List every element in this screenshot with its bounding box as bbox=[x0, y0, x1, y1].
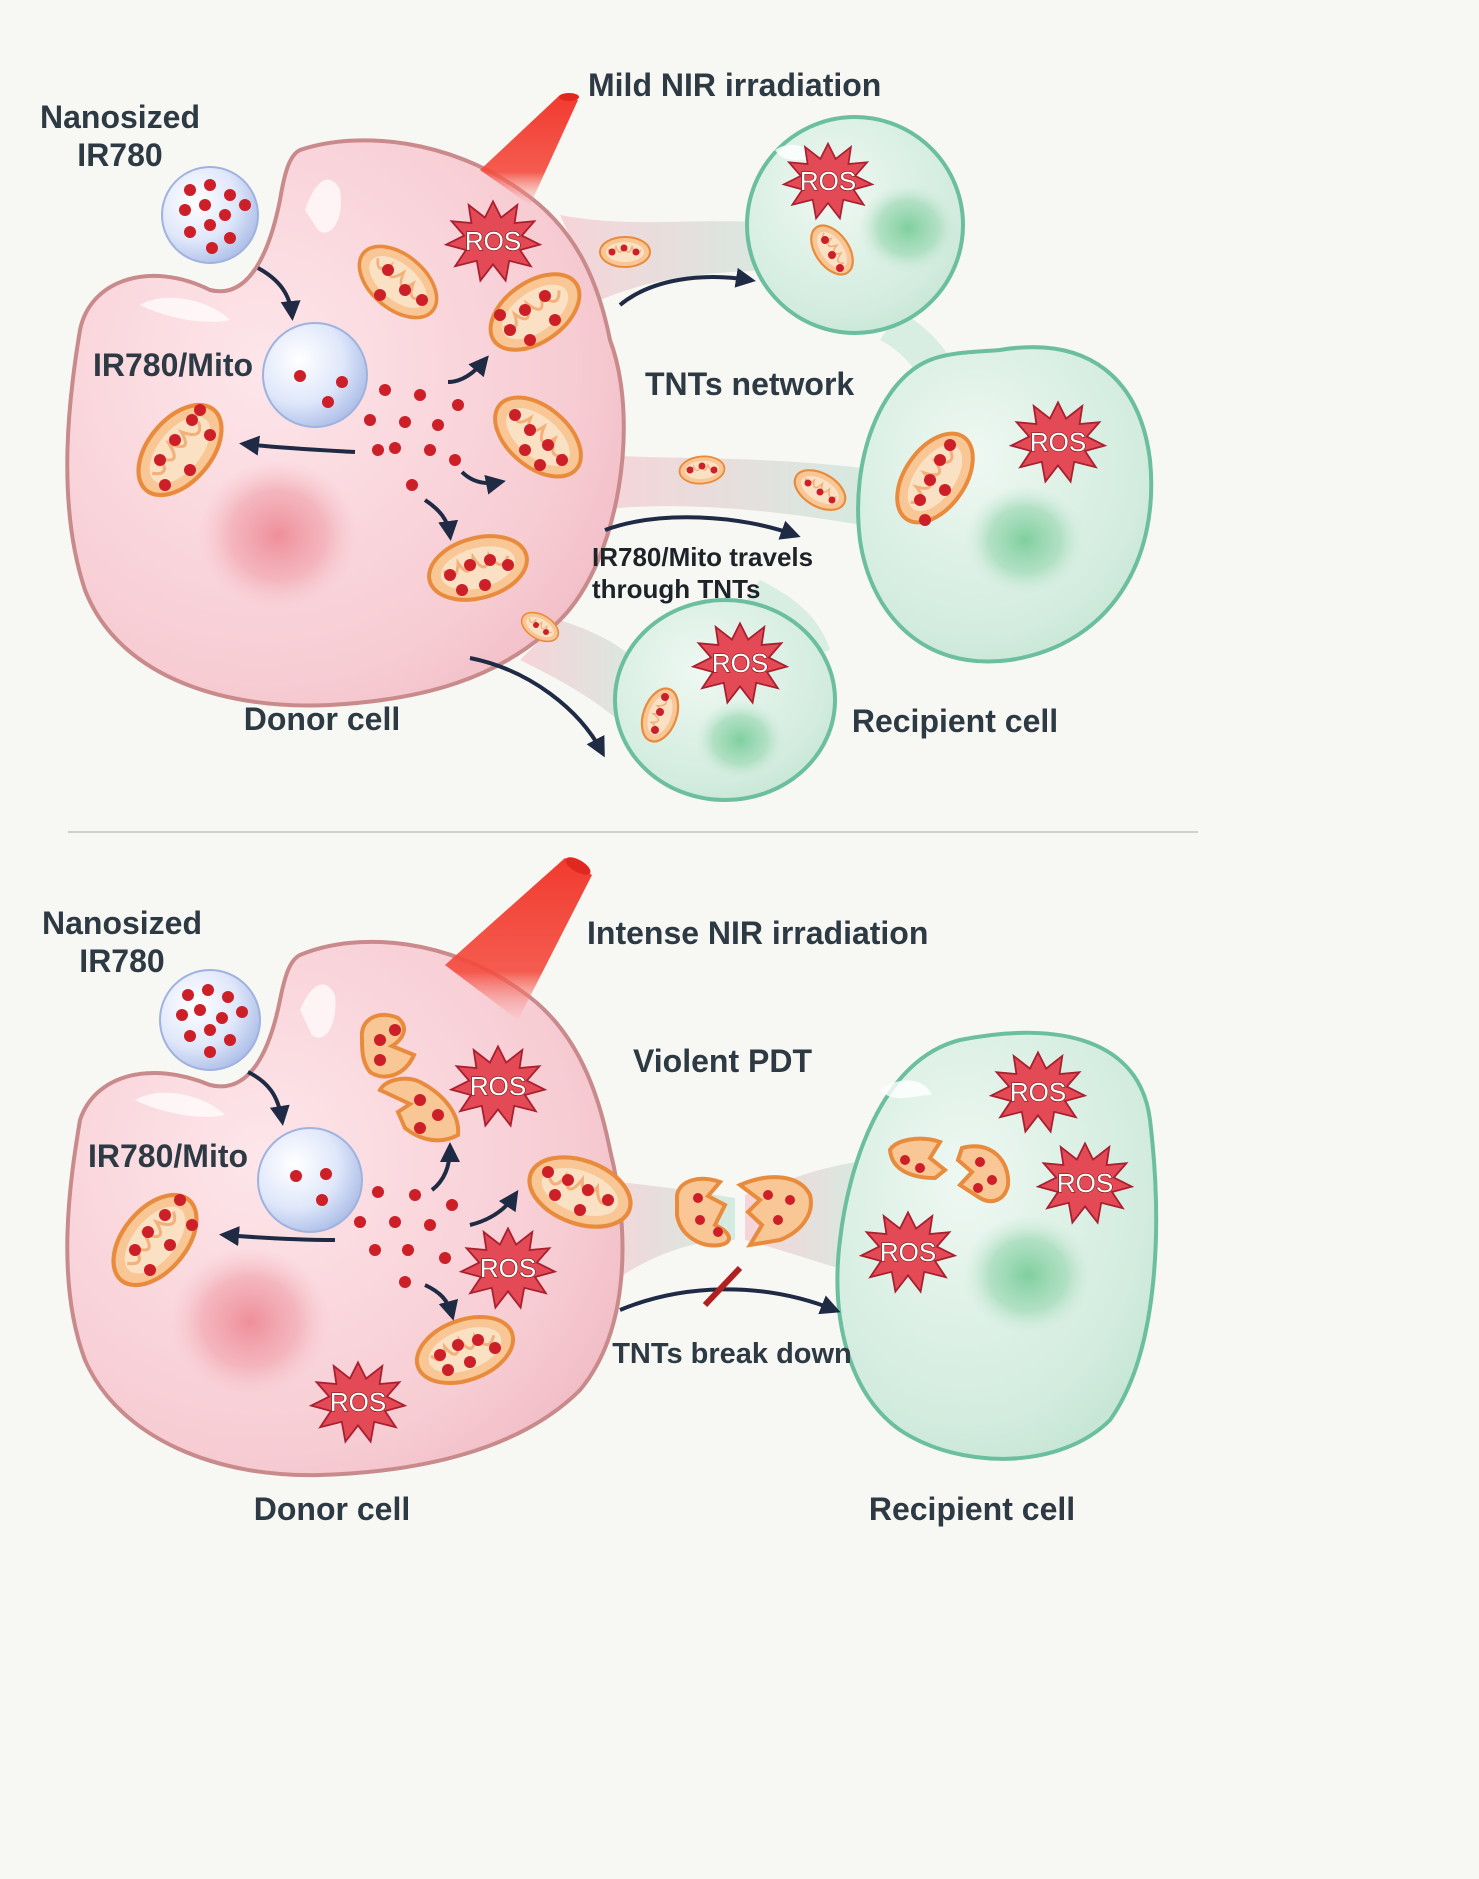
ir780-mito-vesicle bbox=[257, 1127, 363, 1233]
recipient-nucleus bbox=[963, 1215, 1093, 1335]
ros-label: ROS bbox=[880, 1237, 936, 1267]
ir780-mito-label: IR780/Mito bbox=[93, 347, 253, 383]
ros-label: ROS bbox=[470, 1071, 526, 1101]
arrow-icon bbox=[469, 656, 605, 758]
ros-label: ROS bbox=[330, 1387, 386, 1417]
arrow-icon bbox=[447, 355, 489, 384]
nanoparticle-icon bbox=[161, 166, 259, 264]
arrow-icon bbox=[239, 435, 356, 456]
ros-label: ROS bbox=[1057, 1168, 1113, 1198]
travel-label-line1: IR780/Mito travels bbox=[592, 542, 813, 572]
pdt-label: Violent PDT bbox=[633, 1043, 812, 1079]
mitochondrion-icon bbox=[955, 1144, 1011, 1204]
tnt-break-label: TNTs break down bbox=[612, 1338, 852, 1370]
travel-label-line2: through TNTs bbox=[592, 574, 760, 604]
mitochondrion-icon bbox=[887, 1136, 949, 1181]
nanosized-label-line1: Nanosized bbox=[40, 99, 200, 135]
nanosized-label-line2: IR780 bbox=[77, 137, 162, 173]
arrow-icon bbox=[619, 1287, 841, 1315]
arrow-icon bbox=[430, 1142, 460, 1192]
ros-label: ROS bbox=[1010, 1077, 1066, 1107]
ir780-mito-label: IR780/Mito bbox=[88, 1138, 248, 1174]
top-panel: ROS ROS ROS ROS Nanosized IR780 Mild NIR… bbox=[40, 67, 1154, 802]
tnt-network-label: TNTs network bbox=[645, 366, 854, 402]
ros-label: ROS bbox=[465, 226, 521, 256]
recipient-cell-label: Recipient cell bbox=[869, 1491, 1075, 1527]
ros-label: ROS bbox=[480, 1253, 536, 1283]
irradiation-label: Intense NIR irradiation bbox=[587, 915, 928, 951]
arrow-icon bbox=[460, 470, 506, 495]
arrow-icon bbox=[469, 1190, 519, 1227]
arrow-icon bbox=[219, 1226, 336, 1247]
arrow-icon bbox=[257, 266, 301, 321]
arrow-icon bbox=[424, 1283, 459, 1321]
laser-beam-icon bbox=[445, 858, 592, 1020]
nanosized-label-line1: Nanosized bbox=[42, 905, 202, 941]
block-mark-icon bbox=[702, 1265, 743, 1308]
nanoparticle-icon bbox=[159, 969, 261, 1071]
irradiation-label: Mild NIR irradiation bbox=[588, 67, 881, 103]
ir780-mito-vesicle bbox=[262, 322, 368, 428]
recipient-cell-label: Recipient cell bbox=[852, 703, 1058, 739]
mito-cargo bbox=[129, 1024, 997, 1376]
released-ir780 bbox=[354, 1186, 458, 1288]
donor-cell-label: Donor cell bbox=[244, 701, 400, 737]
released-ir780 bbox=[364, 384, 464, 491]
mitochondrion-icon bbox=[736, 1175, 813, 1248]
mitochondrion-icon bbox=[599, 236, 651, 268]
ros-label: ROS bbox=[1030, 427, 1086, 457]
arrow-icon bbox=[618, 267, 756, 307]
arrow-icon bbox=[247, 1070, 290, 1126]
arrow-icon bbox=[423, 498, 459, 541]
donor-cell-label: Donor cell bbox=[254, 1491, 410, 1527]
donor-nucleus bbox=[198, 460, 358, 610]
bottom-panel: ROS ROS ROS ROS ROS ROS Nanosized IR780 … bbox=[42, 857, 1159, 1527]
broken-mitochondria bbox=[359, 1012, 1011, 1248]
ros-label: ROS bbox=[800, 166, 856, 196]
ros-label: ROS bbox=[712, 648, 768, 678]
arrow-icon bbox=[604, 515, 801, 540]
arrows bbox=[239, 266, 801, 758]
mitochondrion-icon bbox=[377, 1076, 461, 1143]
donor-nucleus bbox=[170, 1247, 330, 1397]
mito-cargo bbox=[154, 236, 956, 734]
nanosized-label-line2: IR780 bbox=[79, 943, 164, 979]
laser-beam-icon bbox=[480, 95, 578, 205]
